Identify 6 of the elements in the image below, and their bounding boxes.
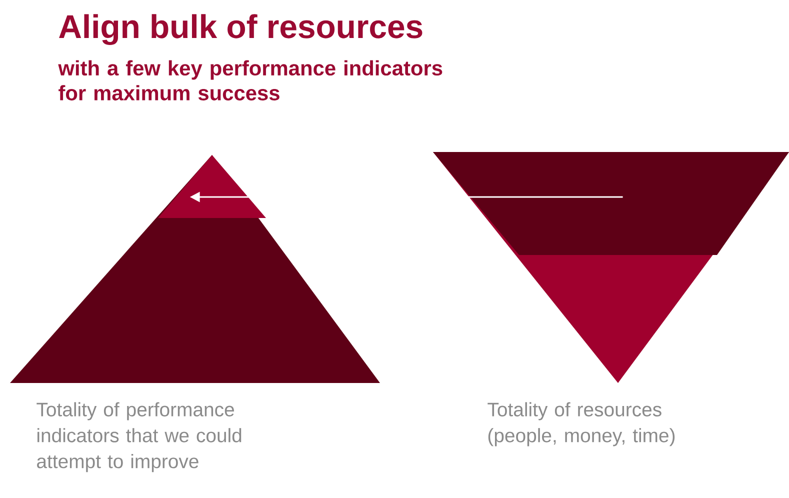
pyramid-tip: [158, 154, 266, 218]
subtitle: with a few key performance indicators for maximum success: [58, 60, 442, 100]
resource-band: [433, 152, 789, 255]
caption-text: Totality of performance indicators that we could attempt to improve: [36, 402, 242, 472]
caption-text: Totality of resources (people, money, time): [488, 402, 675, 446]
title: Align bulk of resources: [59, 14, 422, 45]
